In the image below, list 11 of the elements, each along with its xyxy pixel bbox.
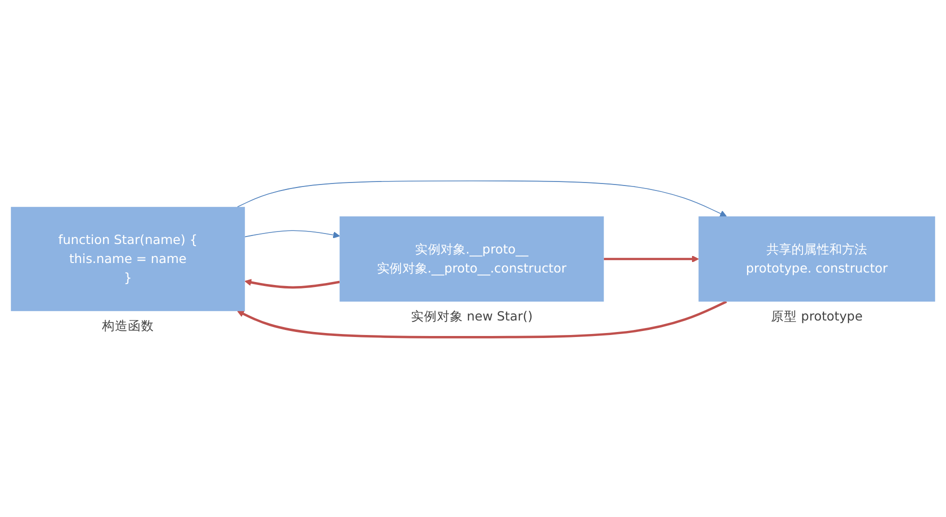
arrow [244, 230, 340, 238]
process-box: function Star(name) { this.name = name } [10, 206, 245, 311]
arrow [604, 255, 699, 262]
process-box: 共享的属性和方法 prototype. constructor [698, 216, 936, 302]
arrow [237, 300, 727, 338]
arrow [237, 180, 727, 216]
process-box: 实例对象.__proto__ 实例对象.__proto__.constructor [340, 216, 604, 302]
node-caption: 实例对象 new Star() [410, 308, 533, 324]
node-caption: 构造函数 [102, 318, 154, 333]
node-caption: 原型 prototype [771, 308, 863, 324]
arrow [244, 278, 340, 288]
